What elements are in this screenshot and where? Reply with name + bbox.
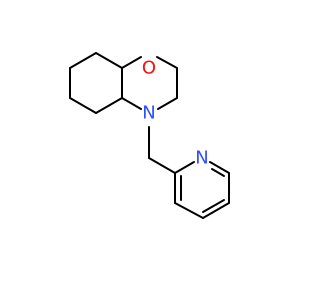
oxygen-label: O xyxy=(142,58,156,79)
oxazine-ring xyxy=(121,56,178,110)
pyridine-nitrogen-label: N xyxy=(195,148,208,169)
bond-n1-c6 xyxy=(209,161,230,174)
oxygen-atom: O xyxy=(142,58,156,79)
pyridine-ring xyxy=(174,161,230,219)
bond-n-c xyxy=(121,97,142,110)
bond-ch2-c2py xyxy=(148,157,176,174)
bond-c4-c3 xyxy=(174,202,204,219)
amine-nitrogen-label: N xyxy=(142,103,155,124)
methylene-linker xyxy=(148,126,176,174)
cyclohexane-ring xyxy=(69,52,123,114)
bond-n1-c6-double xyxy=(211,168,225,177)
bond-o-c xyxy=(156,56,178,69)
bond-c-o xyxy=(121,56,142,69)
bond-c5-c4-double xyxy=(202,199,225,213)
amine-nitrogen-atom: N xyxy=(142,103,155,124)
bond-c5-c6 xyxy=(95,97,123,114)
bond-c1-c2 xyxy=(95,52,123,69)
molecule-diagram: O N N xyxy=(69,52,230,219)
bond-c2-c3 xyxy=(69,52,97,69)
bond-c5-c4 xyxy=(202,202,230,219)
bond-c4-c5 xyxy=(69,97,97,114)
bond-c2-n1 xyxy=(174,161,195,174)
bond-c-n xyxy=(157,97,178,110)
pyridine-nitrogen-atom: N xyxy=(195,148,208,169)
